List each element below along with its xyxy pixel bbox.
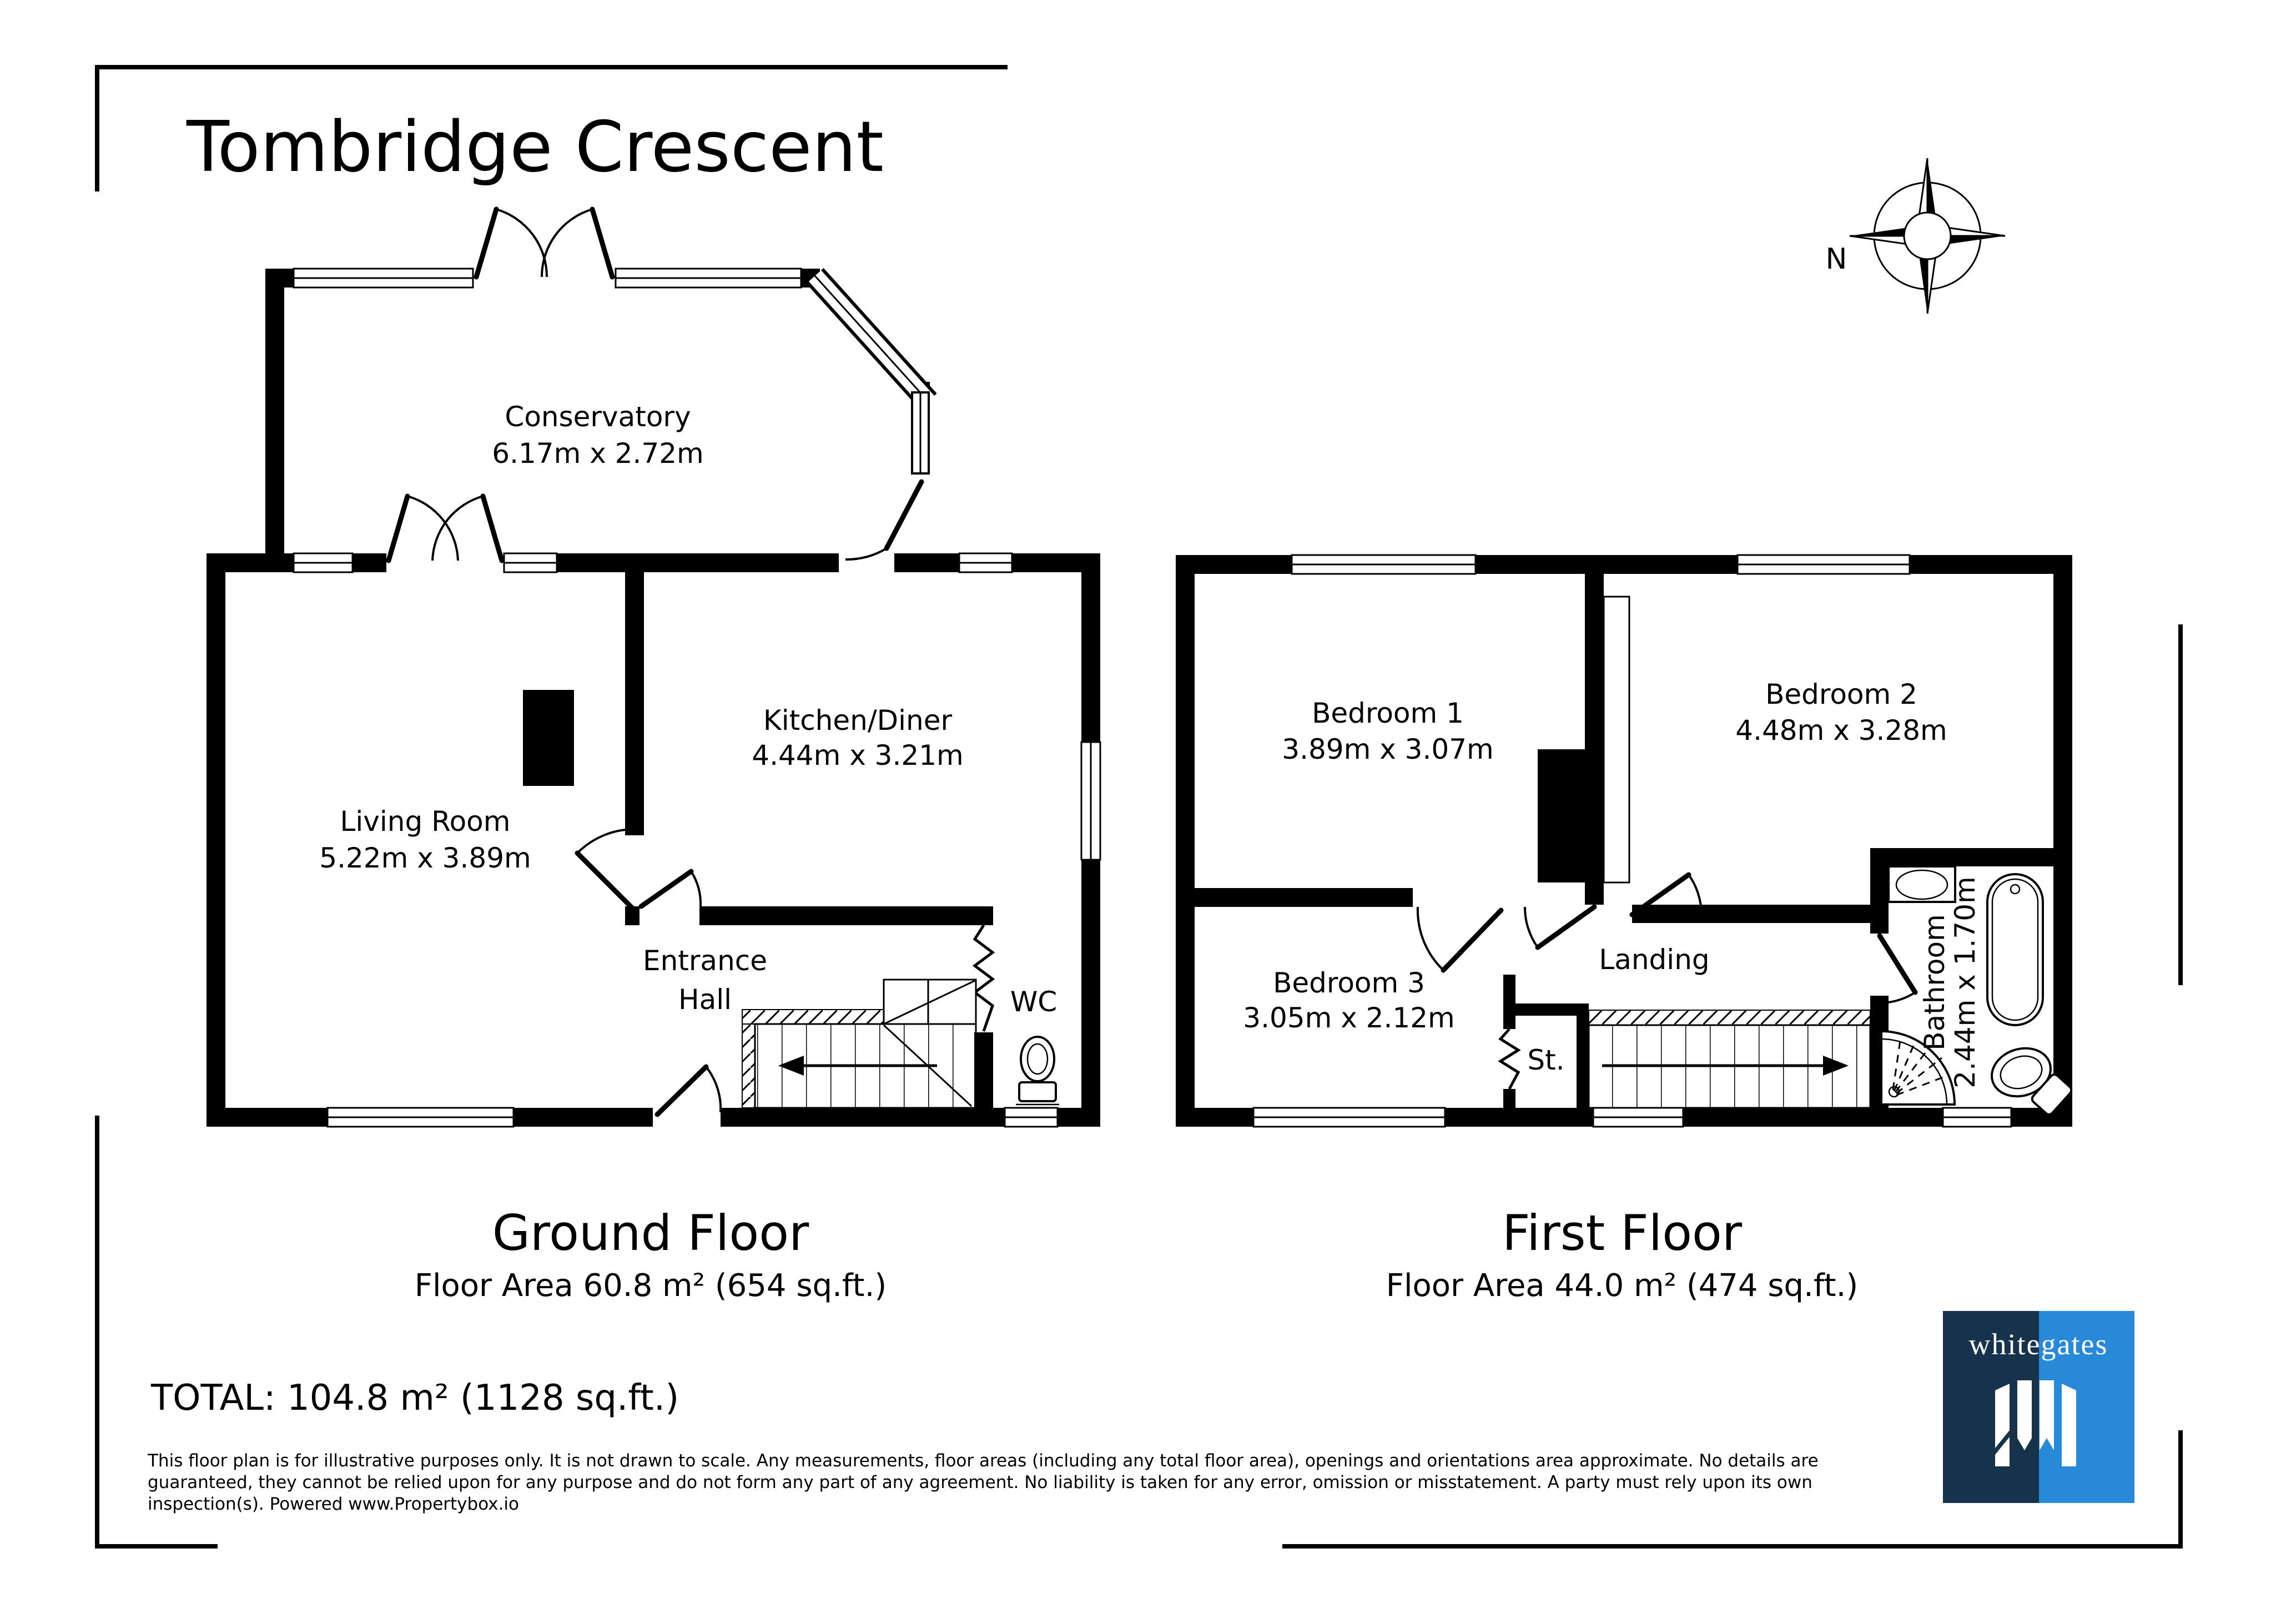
toilet-icon: [1016, 1036, 1059, 1106]
page-border: [95, 65, 2183, 1549]
door-arc: [386, 493, 459, 563]
stairs-direction-arrow: [778, 1056, 937, 1076]
room-label-wc: WC: [1010, 986, 1057, 1018]
door-arc: [1629, 872, 1703, 917]
window: [958, 552, 1013, 573]
total-area-label: TOTAL: 104.8 m² (1128 sq.ft.): [150, 1378, 679, 1419]
compass-rose-icon: N: [1826, 158, 2006, 314]
window: [1942, 1107, 2012, 1128]
room-label-bedroom3: Bedroom 3: [1273, 967, 1425, 999]
room-label-bedroom1: Bedroom 1: [1312, 697, 1464, 729]
room-dims-kitchen-diner: 4.44m x 3.21m: [752, 739, 963, 771]
room-label-bedroom2: Bedroom 2: [1765, 678, 1917, 710]
room-dims-bedroom3: 3.05m x 2.12m: [1243, 1002, 1454, 1034]
window: [1252, 1107, 1446, 1128]
window: [1004, 1107, 1059, 1128]
window: [1080, 741, 1101, 861]
room-dims-living-room: 5.22m x 3.89m: [319, 842, 531, 874]
ground-doors: [386, 206, 924, 1117]
window: [1592, 1107, 1684, 1128]
room-dims-bathroom: 2.44m x 1.70m: [1949, 876, 1981, 1088]
room-dims-conservatory: 6.17m x 2.72m: [492, 437, 703, 470]
window: [503, 552, 558, 573]
toilet-icon: [1991, 1047, 2073, 1116]
logo-blue-half: [2039, 1311, 2134, 1503]
first-windows: [1252, 554, 2012, 1128]
sink-icon: [1887, 865, 1956, 903]
room-label-entrance: Entrance: [643, 945, 767, 977]
window: [326, 1107, 515, 1128]
compass-north-label: N: [1826, 243, 1847, 276]
whitegates-logo: whitegates: [1943, 1311, 2134, 1503]
door-arc: [638, 869, 702, 909]
chimney-recess: [1603, 596, 1630, 884]
window: [293, 552, 354, 573]
opening-zigzag: [1498, 1028, 1521, 1090]
chimney-breast: [523, 690, 574, 786]
window: [615, 268, 802, 289]
door-arc: [431, 493, 505, 563]
stairs-icon: [742, 979, 977, 1109]
floor-plan-ground: Conservatory 6.17m x 2.72m Living Room 5…: [207, 206, 1101, 1128]
first-doors: [1416, 872, 1918, 1004]
chimney-breast: [1538, 749, 1585, 882]
disclaimer-line-3: inspection(s). Powered www.Propertybox.i…: [148, 1494, 519, 1514]
ground-windows: [293, 268, 1101, 1128]
room-label-living-room: Living Room: [340, 805, 511, 838]
shower-icon: [1880, 1030, 1956, 1106]
room-label-landing: Landing: [1599, 944, 1709, 976]
door-arc: [654, 1064, 722, 1117]
gate-icon: [1995, 1380, 2076, 1466]
door-arc: [1523, 904, 1597, 950]
door-arc: [474, 206, 548, 280]
conservatory-corner-windows: [806, 268, 937, 475]
door-arc: [1416, 906, 1504, 973]
ground-floor-area: Floor Area 60.8 m² (654 sq.ft.): [415, 1268, 887, 1304]
ground-floor-heading: Ground Floor: [492, 1204, 809, 1262]
door-arc: [540, 206, 615, 280]
disclaimer-line-1: This floor plan is for illustrative purp…: [147, 1451, 1819, 1471]
opening-zigzag: [972, 924, 995, 1032]
room-dims-bedroom1: 3.89m x 3.07m: [1282, 733, 1493, 765]
window: [293, 268, 474, 289]
stairs-direction-arrow: [1602, 1056, 1849, 1076]
door-arc: [845, 479, 924, 561]
stairs-icon: [1588, 1010, 1871, 1109]
disclaimer-line-2: guaranteed, they cannot be relied upon f…: [148, 1472, 1812, 1492]
first-floor-area: Floor Area 44.0 m² (474 sq.ft.): [1386, 1268, 1858, 1304]
page-title: Tombridge Crescent: [186, 106, 884, 188]
window: [1291, 554, 1477, 575]
room-dims-bedroom2: 4.48m x 3.28m: [1735, 714, 1947, 747]
door-arc: [575, 828, 637, 913]
room-label-store: St.: [1527, 1044, 1564, 1076]
first-floor-heading: First Floor: [1502, 1204, 1743, 1262]
logo-brand-text: whitegates: [1969, 1328, 2108, 1361]
room-label-conservatory: Conservatory: [505, 401, 691, 433]
floor-plan-first: Bedroom 1 3.89m x 3.07m Bedroom 2 4.48m …: [1176, 554, 2073, 1128]
first-walls: [1176, 555, 2072, 1127]
room-label-bathroom: Bathroom: [1919, 914, 1951, 1051]
window: [1736, 554, 1911, 575]
bath-icon: [1986, 873, 2044, 1026]
room-label-hall: Hall: [678, 984, 732, 1016]
door-arc: [1877, 933, 1918, 1004]
room-label-kitchen-diner: Kitchen/Diner: [763, 704, 953, 737]
